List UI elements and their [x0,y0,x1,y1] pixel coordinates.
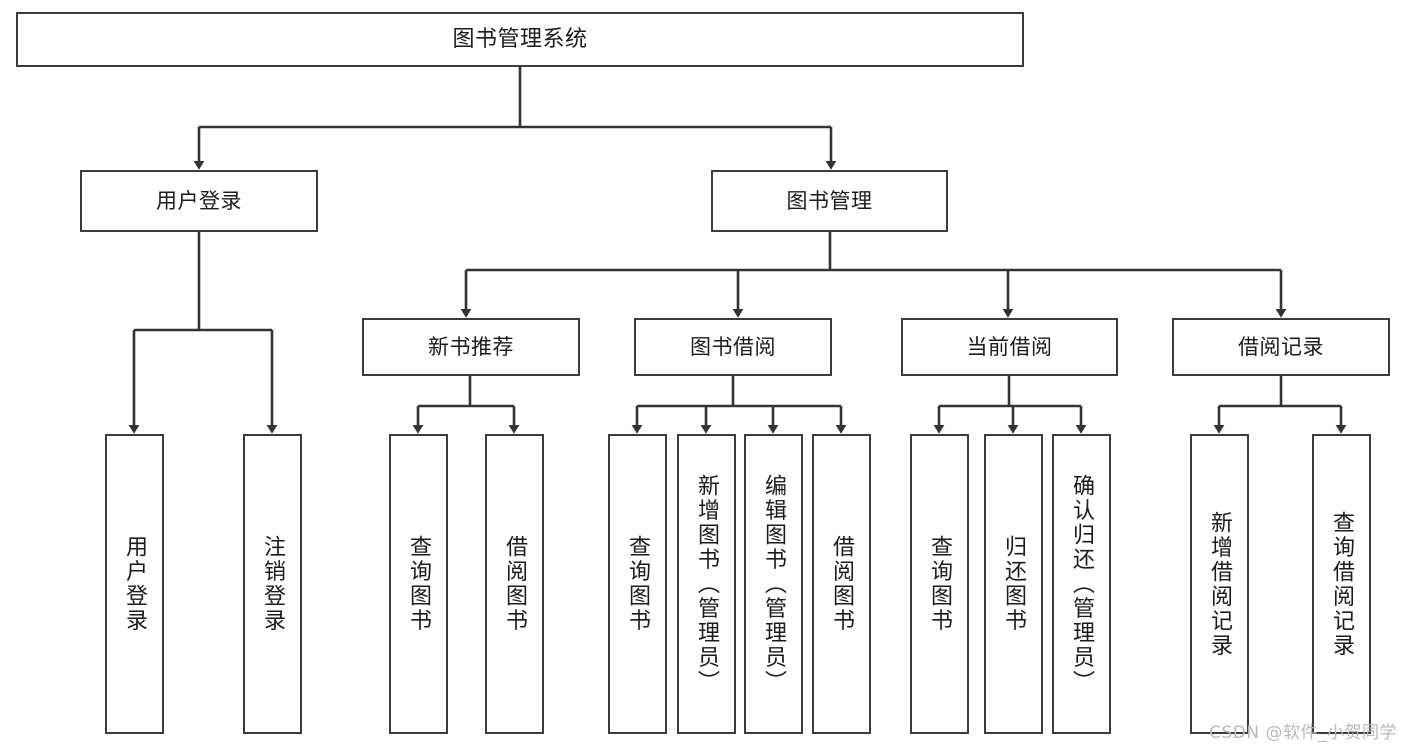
leaf-borrow-book-rec-label: 借阅图书 [502,535,528,633]
node-book-manage-label: 图书管理 [786,188,873,213]
node-user-login-label: 用户登录 [156,188,242,213]
leaf-logout-label: 注销登录 [260,535,286,633]
node-new-book-recommend-label: 新书推荐 [428,334,514,359]
leaf-query-book-borrow[interactable]: 查询图书 [608,434,667,734]
leaf-add-book-label: 新增图书（管理员） [694,473,720,695]
leaf-return-book-label: 归还图书 [1001,535,1027,633]
leaf-borrow-book-rec[interactable]: 借阅图书 [485,434,544,734]
leaf-user-login[interactable]: 用户登录 [105,434,164,734]
leaf-borrow-book-label: 借阅图书 [829,535,855,633]
leaf-edit-book-label: 编辑图书（管理员） [761,473,787,695]
leaf-confirm-return[interactable]: 确认归还（管理员） [1052,434,1111,734]
leaf-logout[interactable]: 注销登录 [243,434,302,734]
leaf-query-book-rec-label: 查询图书 [406,535,432,633]
leaf-query-book-borrow-label: 查询图书 [625,535,651,633]
node-root[interactable]: 图书管理系统 [16,12,1024,67]
leaf-query-book-current-label: 查询图书 [927,535,953,633]
node-borrow-record[interactable]: 借阅记录 [1172,318,1390,376]
node-current-borrow-label: 当前借阅 [966,334,1053,359]
leaf-return-book[interactable]: 归还图书 [984,434,1043,734]
leaf-edit-book[interactable]: 编辑图书（管理员） [744,434,803,734]
leaf-query-record[interactable]: 查询借阅记录 [1312,434,1371,734]
node-book-manage[interactable]: 图书管理 [711,170,948,232]
leaf-query-book-current[interactable]: 查询图书 [910,434,969,734]
node-book-borrow-label: 图书借阅 [690,334,776,359]
leaf-add-record[interactable]: 新增借阅记录 [1190,434,1249,734]
leaf-borrow-book[interactable]: 借阅图书 [812,434,871,734]
node-current-borrow[interactable]: 当前借阅 [901,318,1118,376]
leaf-query-record-label: 查询借阅记录 [1329,510,1355,658]
node-borrow-record-label: 借阅记录 [1238,334,1324,359]
leaf-add-book[interactable]: 新增图书（管理员） [677,434,736,734]
leaf-user-login-label: 用户登录 [122,535,148,633]
node-book-borrow[interactable]: 图书借阅 [634,318,832,376]
leaf-query-book-rec[interactable]: 查询图书 [389,434,448,734]
node-user-login[interactable]: 用户登录 [80,170,318,232]
leaf-confirm-return-label: 确认归还（管理员） [1069,473,1095,695]
leaf-add-record-label: 新增借阅记录 [1207,510,1233,658]
node-new-book-recommend[interactable]: 新书推荐 [362,318,580,376]
node-root-label: 图书管理系统 [452,26,588,52]
